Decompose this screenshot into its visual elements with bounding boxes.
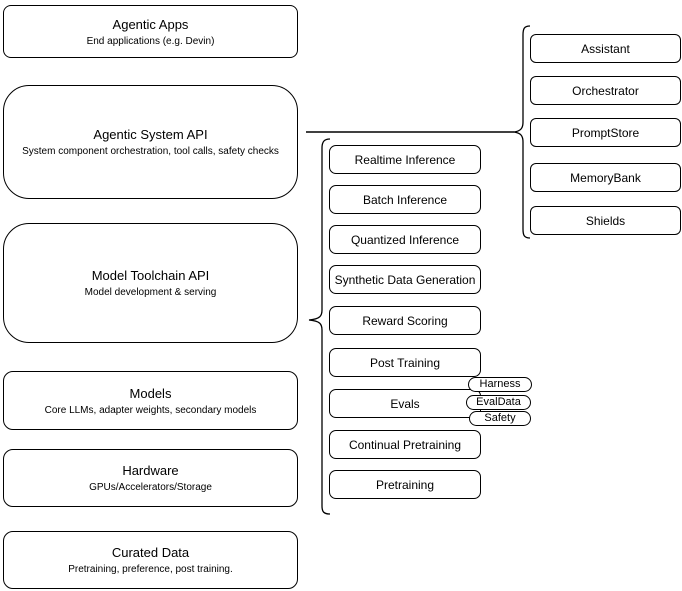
node-title: Model Toolchain API bbox=[91, 268, 210, 283]
node-title: Models bbox=[129, 385, 172, 401]
node-subtitle: GPUs/Accelerators/Storage bbox=[89, 482, 212, 493]
node-memorybank: MemoryBank bbox=[530, 163, 681, 192]
node-promptstore: PromptStore bbox=[530, 118, 681, 147]
node-post-training: Post Training bbox=[329, 348, 481, 377]
components-brace bbox=[513, 25, 531, 239]
node-title: Agentic Apps bbox=[112, 16, 189, 32]
node-realtime-inference: Realtime Inference bbox=[329, 145, 481, 174]
node-continual-pretraining: Continual Pretraining bbox=[329, 430, 481, 459]
node-shields: Shields bbox=[530, 206, 681, 235]
box-model-toolchain-api: Model Toolchain API Model development & … bbox=[3, 223, 298, 343]
toolchain-brace bbox=[308, 138, 331, 515]
node-assistant: Assistant bbox=[530, 34, 681, 63]
node-reward-scoring: Reward Scoring bbox=[329, 306, 481, 335]
node-subtitle: Model development & serving bbox=[84, 287, 217, 298]
node-subtitle: System component orchestration, tool cal… bbox=[22, 146, 279, 157]
tag-safety: Safety bbox=[469, 411, 531, 426]
node-subtitle: Core LLMs, adapter weights, secondary mo… bbox=[44, 404, 257, 416]
box-curated-data: Curated Data Pretraining, preference, po… bbox=[3, 531, 298, 589]
node-synthetic-data-generation: Synthetic Data Generation bbox=[329, 265, 481, 294]
node-subtitle: End applications (e.g. Devin) bbox=[86, 35, 215, 47]
box-agentic-system-api: Agentic System API System component orch… bbox=[3, 85, 298, 199]
node-quantized-inference: Quantized Inference bbox=[329, 225, 481, 254]
node-batch-inference: Batch Inference bbox=[329, 185, 481, 214]
node-evals: Evals bbox=[329, 389, 481, 418]
node-title: Agentic System API bbox=[93, 127, 208, 142]
node-pretraining: Pretraining bbox=[329, 470, 481, 499]
box-models: Models Core LLMs, adapter weights, secon… bbox=[3, 371, 298, 430]
tag-evaldata: EvalData bbox=[466, 395, 531, 410]
node-subtitle: Pretraining, preference, post training. bbox=[68, 564, 233, 575]
box-agentic-apps: Agentic Apps End applications (e.g. Devi… bbox=[3, 5, 298, 58]
tag-harness: Harness bbox=[468, 377, 532, 392]
node-title: Curated Data bbox=[111, 545, 190, 560]
box-hardware: Hardware GPUs/Accelerators/Storage bbox=[3, 449, 298, 507]
node-orchestrator: Orchestrator bbox=[530, 76, 681, 105]
node-title: Hardware bbox=[122, 463, 179, 478]
